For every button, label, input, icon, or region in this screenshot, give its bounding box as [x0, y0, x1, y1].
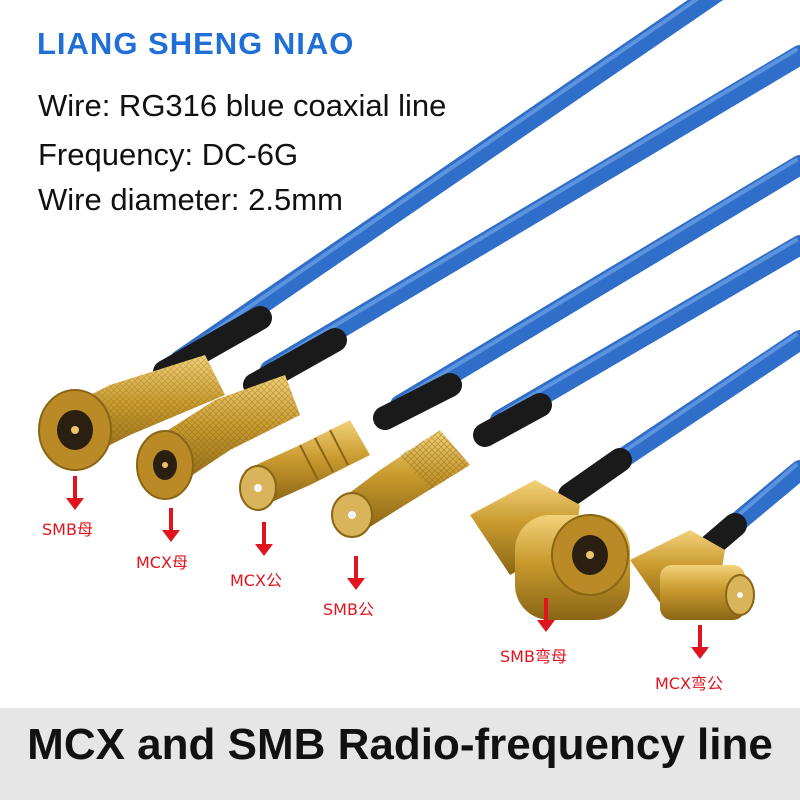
- spec-diameter: Wire diameter: 2.5mm: [38, 182, 343, 217]
- cable-4: [490, 235, 800, 430]
- arrow-smb-female: [66, 476, 84, 510]
- caption-text: MCX and SMB Radio-frequency line: [27, 720, 773, 769]
- arrow-mcx-female: [162, 508, 180, 542]
- connector-mcx-right-angle-male: [630, 530, 755, 620]
- spec-frequency: Frequency: DC-6G: [38, 137, 299, 172]
- connector-smb-male: [331, 430, 470, 538]
- arrow-smb-male: [347, 556, 365, 590]
- arrow-smb-right-angle-female: [537, 598, 555, 632]
- label-mcx-male: MCX公: [230, 571, 282, 590]
- connector-mcx-female: [136, 375, 300, 500]
- label-smb-right-angle-female: SMB弯母: [500, 647, 567, 666]
- label-smb-female: SMB母: [42, 520, 93, 539]
- connector-mcx-male: [239, 420, 370, 511]
- cable-1: [170, 0, 724, 370]
- connector-smb-right-angle-female: [470, 480, 630, 620]
- label-mcx-female: MCX母: [136, 553, 188, 572]
- connector-smb-female: [38, 355, 225, 471]
- label-smb-male: SMB公: [323, 600, 374, 619]
- spec-wire: Wire: RG316 blue coaxial line: [38, 88, 447, 123]
- brand-logo: LIANG SHENG NIAO: [37, 26, 355, 61]
- arrow-mcx-right-angle-male: [691, 625, 709, 659]
- cable-2: [260, 45, 800, 380]
- arrow-mcx-male: [255, 522, 273, 556]
- cable-3: [390, 155, 800, 415]
- label-mcx-right-angle-male: MCX弯公: [655, 674, 723, 693]
- caption-banner: [0, 708, 800, 800]
